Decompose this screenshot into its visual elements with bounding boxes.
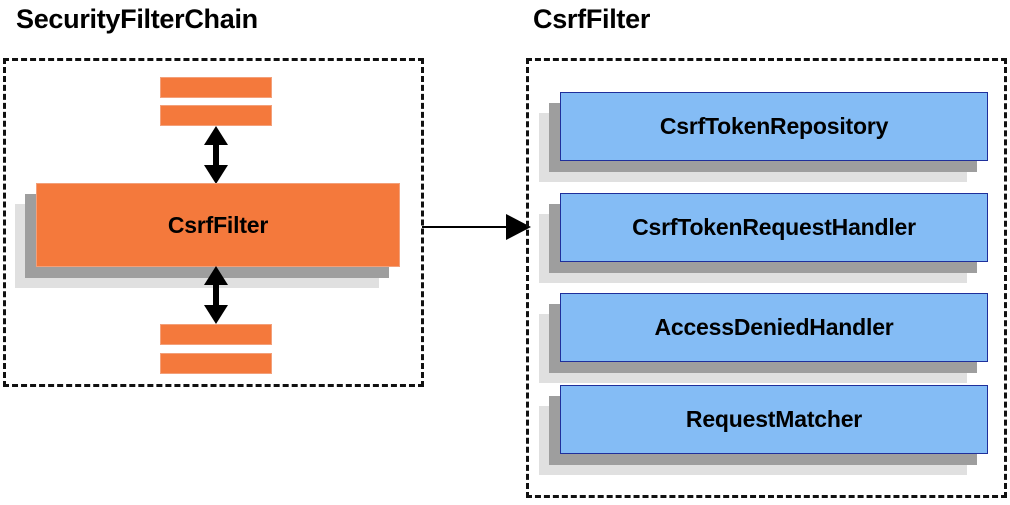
card-face: CsrfTokenRequestHandler [560,193,988,262]
collaborator-card-csrf-token-request-handler[interactable]: CsrfTokenRequestHandler [539,193,988,283]
filter-bar-top-1 [160,77,272,98]
collaborator-card-label: CsrfTokenRequestHandler [632,214,916,240]
collaborator-card-label: RequestMatcher [685,406,863,432]
security-filter-chain-container [3,58,424,387]
card-face: CsrfTokenRepository [560,92,988,161]
card-face: RequestMatcher [560,385,988,454]
collaborator-card-label: AccessDeniedHandler [654,314,894,340]
csrf-filter-card-label: CsrfFilter [167,211,269,238]
collaborator-card-csrf-token-repository[interactable]: CsrfTokenRepository [539,92,988,182]
card-face: AccessDeniedHandler [560,293,988,362]
collaborator-card-access-denied-handler[interactable]: AccessDeniedHandler [539,293,988,383]
filter-bar-bottom-1 [160,324,272,345]
csrf-filter-card[interactable]: CsrfFilter [15,183,400,288]
expand-arrow-icon [422,214,531,240]
page-title-csrf-filter: CsrfFilter [533,4,651,34]
filter-bar-top-2 [160,105,272,126]
page-title-security-filter-chain: SecurityFilterChain [16,4,258,34]
double-headed-vertical-arrow-top [204,126,228,184]
filter-bar-bottom-2 [160,353,272,374]
collaborator-card-request-matcher[interactable]: RequestMatcher [539,385,988,475]
csrf-filter-container [526,58,1007,498]
double-headed-vertical-arrow-bottom [204,266,228,324]
card-face: CsrfFilter [36,183,400,267]
collaborator-card-label: CsrfTokenRepository [659,113,889,139]
